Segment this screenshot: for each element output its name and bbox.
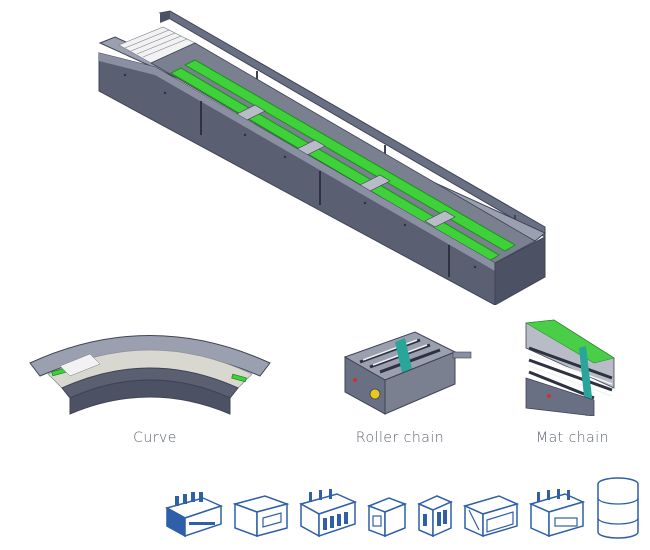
carton-box-icon [232,495,290,538]
bottle-crate-filled-icon [165,492,223,538]
straight-conveyor-illustration [95,5,555,305]
open-crate-icon [462,495,520,538]
mat-chain-illustration [524,318,616,416]
curve-conveyor-illustration [20,318,280,416]
roller-chain-illustration [335,322,475,420]
product-icons-row [163,476,648,542]
six-pack-icon [417,495,453,538]
bottle-crate-tall-icon [528,489,586,538]
keg-icon [597,477,639,539]
caption-mat-chain: Mat chain [535,430,609,446]
small-box-icon [366,497,408,538]
caption-curve: Curve [133,430,177,446]
caption-roller-chain: Roller chain [355,430,445,446]
bottle-crate-icon [299,489,358,538]
